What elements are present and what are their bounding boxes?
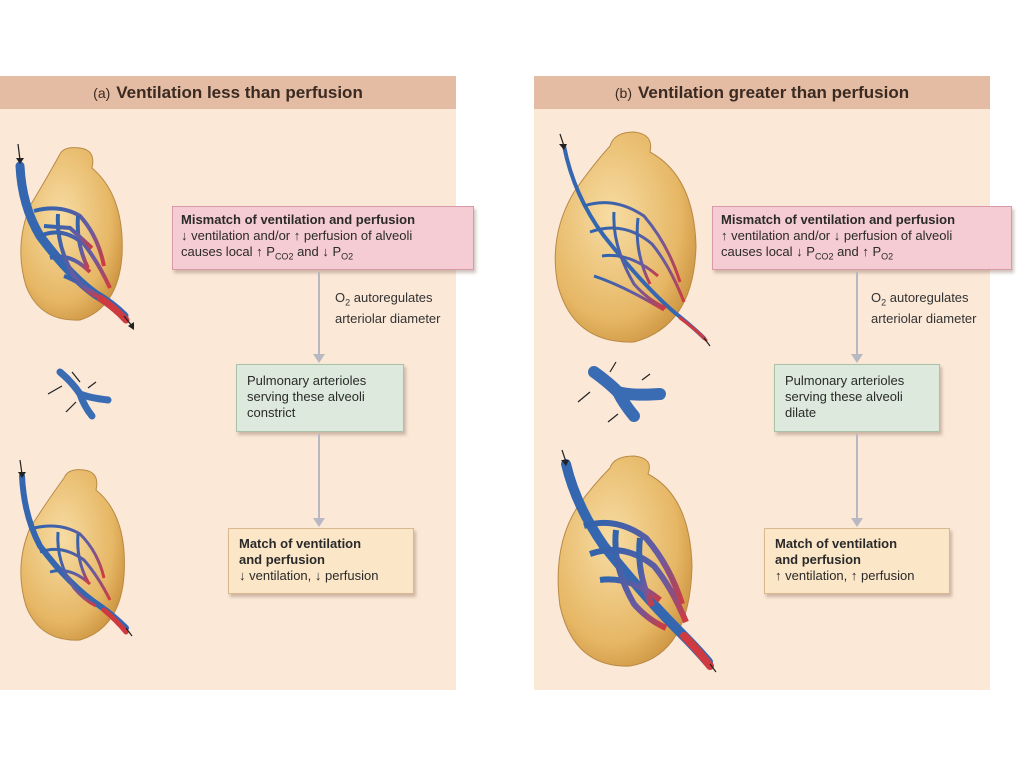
arterioles-line3-a: constrict [247,405,296,420]
panel-b-header: (b) Ventilation greater than perfusion [534,76,990,109]
panel-ventilation-greater-than-perfusion: (b) Ventilation greater than perfusion [534,76,1012,690]
panel-ventilation-less-than-perfusion: (a) Ventilation less than perfusion [0,76,474,690]
panel-a-header: (a) Ventilation less than perfusion [0,76,456,109]
arterioles-line3-b: dilate [785,405,817,420]
match-line3-a: ↓ ventilation, ↓ perfusion [239,568,379,583]
note-line1-b: O2 autoregulates [871,290,969,308]
arterioles-box-a: Pulmonary arterioles serving these alveo… [236,364,404,432]
panel-b-title: Ventilation greater than perfusion [638,82,910,102]
alveolus-top-a [15,143,134,330]
mismatch-title-a: Mismatch of ventilation and perfusion [181,212,416,227]
match-line1-b: Match of ventilation [775,536,898,551]
flow-arrowhead-2-b [851,518,863,527]
match-line1-a: Match of ventilation [239,536,362,551]
dilated-arteriole-icon [577,361,666,423]
mismatch-line1-a: ↓ ventilation and/or ↑ perfusion of alve… [181,228,413,243]
mismatch-title-b: Mismatch of ventilation and perfusion [721,212,956,227]
mismatch-box-a: Mismatch of ventilation and perfusion ↓ … [172,206,474,270]
arterioles-box-b: Pulmonary arterioles serving these alveo… [774,364,940,432]
flow-arrow-2-a [318,434,320,520]
panel-a-title: Ventilation less than perfusion [116,82,363,102]
arterioles-line2-b: serving these alveoli [785,389,903,404]
match-line2-a: and perfusion [239,552,325,567]
note-line2-b: arteriolar diameter [871,310,977,326]
match-line2-b: and perfusion [775,552,861,567]
autoregulation-note-a: O2 autoregulates arteriolar diameter [335,290,441,327]
match-box-b: Match of ventilation and perfusion ↑ ven… [764,528,950,594]
flow-arrowhead-1-a [313,354,325,363]
arterioles-line2-a: serving these alveoli [247,389,365,404]
constricted-arteriole-icon [47,368,112,420]
panel-a-illustrations [15,143,134,641]
autoregulation-note-b: O2 autoregulates arteriolar diameter [871,290,977,327]
note-line2-a: arteriolar diameter [335,310,441,326]
match-line3-b: ↑ ventilation, ↑ perfusion [775,568,915,583]
flow-arrow-2-b [856,434,858,520]
mismatch-box-b: Mismatch of ventilation and perfusion ↑ … [712,206,1012,270]
note-line1-a: O2 autoregulates [335,290,433,308]
alveolus-bottom-a [18,459,133,641]
flow-arrowhead-2-a [313,518,325,527]
panel-b-illustrations [554,131,717,673]
flow-arrowhead-1-b [851,354,863,363]
panel-b-letter: (b) [614,84,632,101]
match-box-a: Match of ventilation and perfusion ↓ ven… [228,528,414,594]
flow-arrow-1-a [318,272,320,356]
arterioles-line1-b: Pulmonary arterioles [785,373,905,388]
flow-arrow-1-b [856,272,858,356]
panel-a-letter: (a) [93,84,111,101]
alveolus-bottom-b [557,449,717,673]
mismatch-line2-b: causes local ↓ PCO2 and ↑ PO2 [721,244,894,262]
mismatch-line1-b: ↑ ventilation and/or ↓ perfusion of alve… [721,228,953,243]
alveolus-top-b [554,131,711,347]
mismatch-line2-a: causes local ↑ PCO2 and ↓ PO2 [181,244,354,262]
arterioles-line1-a: Pulmonary arterioles [247,373,367,388]
